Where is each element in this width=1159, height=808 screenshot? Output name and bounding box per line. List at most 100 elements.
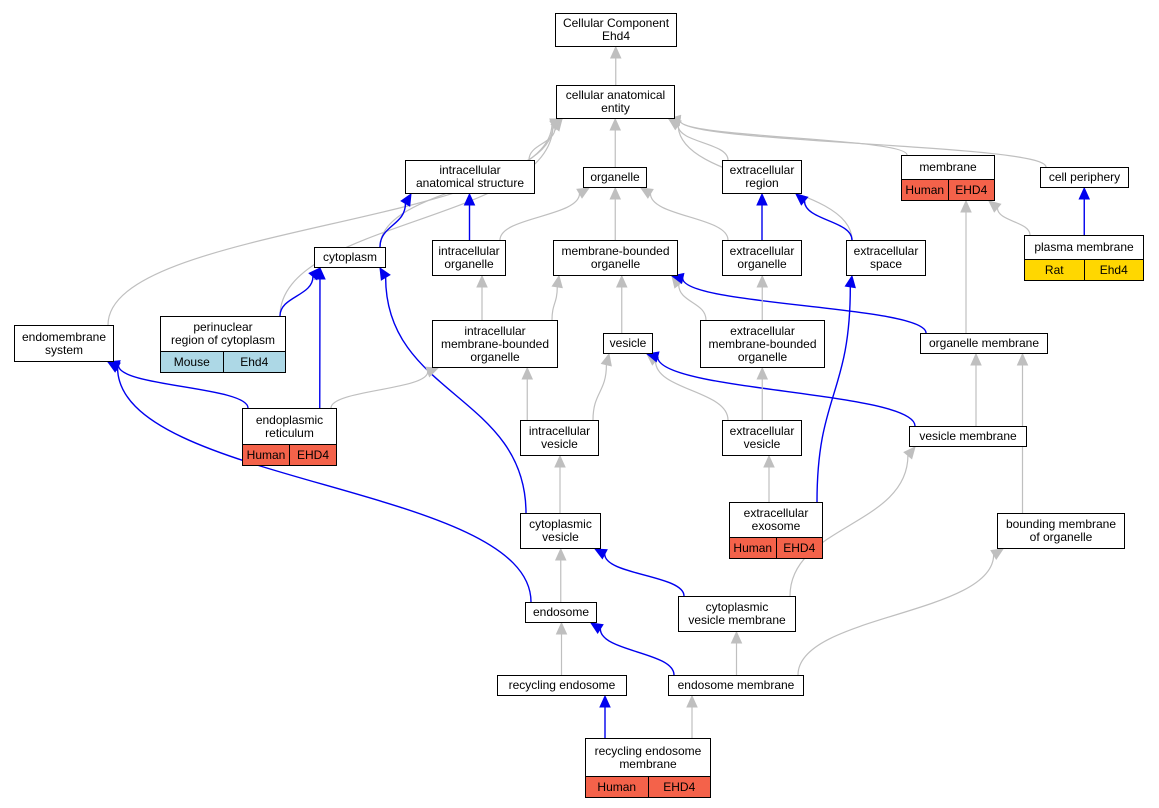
node-organelle-membrane[interactable]: organelle membrane [920, 333, 1048, 354]
species-badge: Rat [1025, 260, 1084, 280]
node-label-line: membrane-bounded [708, 336, 817, 351]
node-label-line: cell periphery [1048, 170, 1121, 184]
node-label-line: membrane-bounded [440, 336, 550, 351]
node-label-line: exosome [751, 519, 801, 533]
node-label-line: extracellular [729, 424, 795, 438]
edge-endosome-membrane-to-bounding-membrane [797, 548, 1005, 676]
node-label-line: reticulum [265, 425, 314, 440]
node-label-line: entity [601, 101, 630, 115]
edge-intracellular-vesicle-to-intracellular-mb-organelle [521, 366, 534, 420]
node-label-line: recycling endosome [508, 678, 616, 692]
node-label-line: extracellular [729, 163, 795, 177]
node-label-line: vesicle [609, 336, 647, 350]
node-label: vesicle [604, 334, 652, 353]
edge-membrane-bounded-organelle-to-organelle [609, 186, 622, 240]
node-label-line: vesicle [542, 530, 579, 544]
edge-cytoplasmic-vesicle-to-intracellular-vesicle [554, 454, 566, 513]
edge-recycling-endosome-to-endosome [555, 621, 568, 676]
node-label-line: recycling endosome [594, 743, 702, 758]
gene-badge: EHD4 [775, 538, 822, 558]
node-label-line: organelle [470, 349, 520, 364]
species-badge: Human [730, 538, 776, 558]
node-cytoplasm[interactable]: cytoplasm [314, 247, 386, 268]
node-organelle[interactable]: organelle [583, 167, 647, 188]
node-cell-periphery[interactable]: cell periphery [1040, 167, 1129, 188]
node-label-line: organelle membrane [928, 336, 1040, 350]
node-label-line: of organelle [1029, 530, 1093, 544]
node-label: cell periphery [1041, 168, 1128, 187]
edge-membrane-to-cellular-anatomical-entity [667, 115, 908, 156]
node-vesicle[interactable]: vesicle [603, 333, 653, 354]
edge-extracellular-vesicle-to-extracellular-mb-organelle [756, 366, 769, 420]
node-label-line: intracellular [528, 424, 591, 438]
node-label-line: system [44, 342, 83, 357]
node-label-line: endomembrane [21, 329, 107, 344]
node-label-line: organelle [444, 257, 494, 271]
node-recycling-endosome[interactable]: recycling endosome [497, 675, 627, 696]
species-badge: Human [586, 777, 648, 797]
node-label-line: cellular anatomical [565, 88, 666, 102]
gene-badge: Ehd4 [222, 352, 285, 372]
edge-vesicle-to-membrane-bounded-organelle [615, 274, 628, 333]
node-label-line: membrane-bounded [561, 244, 670, 258]
node-label: endosome membrane [669, 676, 803, 695]
gene-badge: EHD4 [947, 180, 994, 200]
edge-plasma-membrane-to-membrane [988, 200, 1031, 236]
node-label-line: vesicle [541, 437, 578, 451]
edge-endomembrane-system-to-cellular-anatomical-entity [107, 118, 564, 326]
edge-recycling-endosome-membrane-to-recycling-endosome [599, 694, 611, 738]
gene-badge: EHD4 [647, 777, 710, 797]
node-label-line: endoplasmic [255, 412, 324, 427]
node-label-line: region [745, 176, 779, 190]
edge-plasma-membrane-to-cell-periphery [1078, 186, 1091, 235]
node-label-line: bounding membrane [1005, 517, 1117, 531]
node-endosome-membrane[interactable]: endosome membrane [668, 675, 804, 696]
edge-extracellular-exosome-to-extracellular-space [816, 274, 856, 503]
node-label: recycling endosome [498, 676, 626, 695]
node-vesicle-membrane[interactable]: vesicle membrane [909, 426, 1027, 447]
node-endosome[interactable]: endosome [525, 602, 597, 623]
edge-intracellular-organelle-to-organelle [499, 187, 591, 241]
edge-organelle-membrane-to-membrane [960, 199, 972, 334]
node-label-line: organelle [737, 257, 787, 271]
edge-cytoplasmic-vesicle-to-cytoplasm [379, 266, 527, 514]
edge-extracellular-mb-organelle-to-extracellular-organelle [756, 274, 769, 320]
node-label-line: cytoplasm [322, 250, 378, 264]
